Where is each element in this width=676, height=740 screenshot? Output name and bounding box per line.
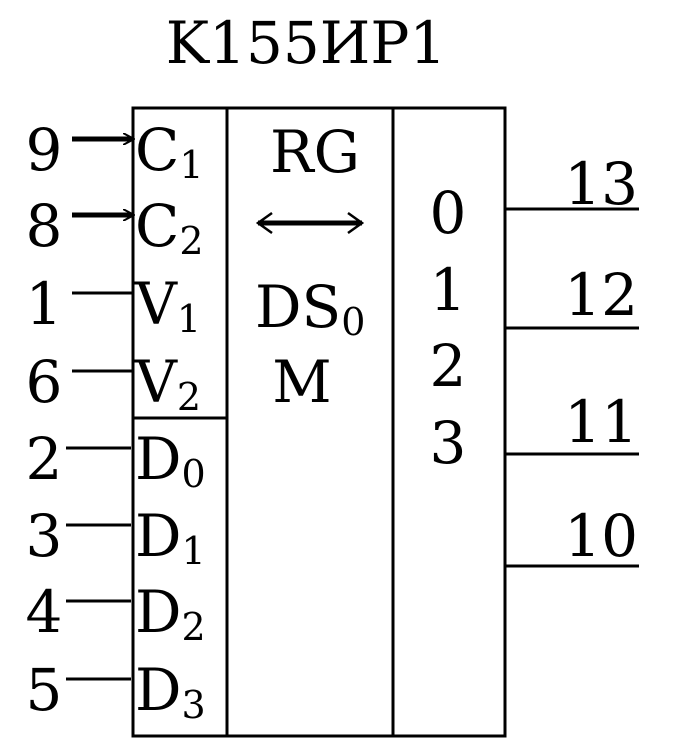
output-pin-number: 13 — [564, 150, 638, 218]
signal-subscript: 1 — [179, 143, 203, 187]
signal-subscript: 1 — [177, 297, 201, 341]
input-signal-label: V1 — [134, 270, 201, 341]
input-signal-label: D0 — [135, 425, 206, 496]
signal-subscript: 2 — [179, 219, 203, 263]
output-bit-label: 2 — [430, 332, 467, 400]
chip-title: K155ИР1 — [166, 9, 447, 77]
input-pin-number: 5 — [26, 656, 63, 724]
serial-input-base: DS — [255, 273, 341, 341]
signal-base: D — [135, 656, 182, 724]
function-label: RG — [270, 118, 360, 186]
output-bit-labels: 0 1 2 3 — [430, 179, 467, 477]
output-pins: 13 12 11 10 — [505, 150, 639, 570]
signal-base: V — [134, 270, 178, 338]
output-bit-label: 3 — [430, 409, 467, 477]
input-signal-label: C1 — [135, 116, 204, 187]
input-signal-label: D2 — [135, 578, 206, 649]
signal-base: D — [135, 502, 182, 570]
input-signal-label: C2 — [135, 192, 204, 263]
signal-base: C — [135, 116, 179, 184]
output-pin-number: 11 — [564, 388, 638, 456]
signal-base: C — [135, 192, 179, 260]
input-pin-number: 2 — [26, 425, 63, 493]
output-pin-number: 12 — [564, 261, 638, 329]
chip-body — [131, 106, 507, 738]
input-pin-number: 9 — [26, 116, 63, 184]
input-pin-number: 8 — [26, 192, 63, 260]
signal-base: D — [135, 578, 182, 646]
input-signal-label: V2 — [134, 348, 201, 419]
signal-subscript: 0 — [182, 452, 206, 496]
output-pin-number: 10 — [564, 502, 638, 570]
input-pin-number: 4 — [26, 578, 63, 646]
signal-subscript: 1 — [182, 529, 206, 573]
serial-input-label: DS0 — [255, 273, 365, 344]
signal-subscript: 3 — [182, 683, 206, 727]
input-pin-number: 3 — [26, 502, 63, 570]
shift-direction-icon — [255, 211, 365, 235]
signal-base: V — [134, 348, 178, 416]
input-pin-number: 1 — [26, 270, 63, 338]
output-bit-label: 1 — [430, 256, 467, 324]
input-signal-label: D1 — [135, 502, 206, 573]
signal-subscript: 2 — [177, 375, 201, 419]
output-bit-label: 0 — [430, 179, 467, 247]
serial-input-sub: 0 — [341, 300, 365, 344]
mode-label: M — [272, 348, 331, 416]
signal-base: D — [135, 425, 182, 493]
input-signal-label: D3 — [135, 656, 206, 727]
signal-subscript: 2 — [182, 605, 206, 649]
input-pin-number: 6 — [26, 348, 63, 416]
